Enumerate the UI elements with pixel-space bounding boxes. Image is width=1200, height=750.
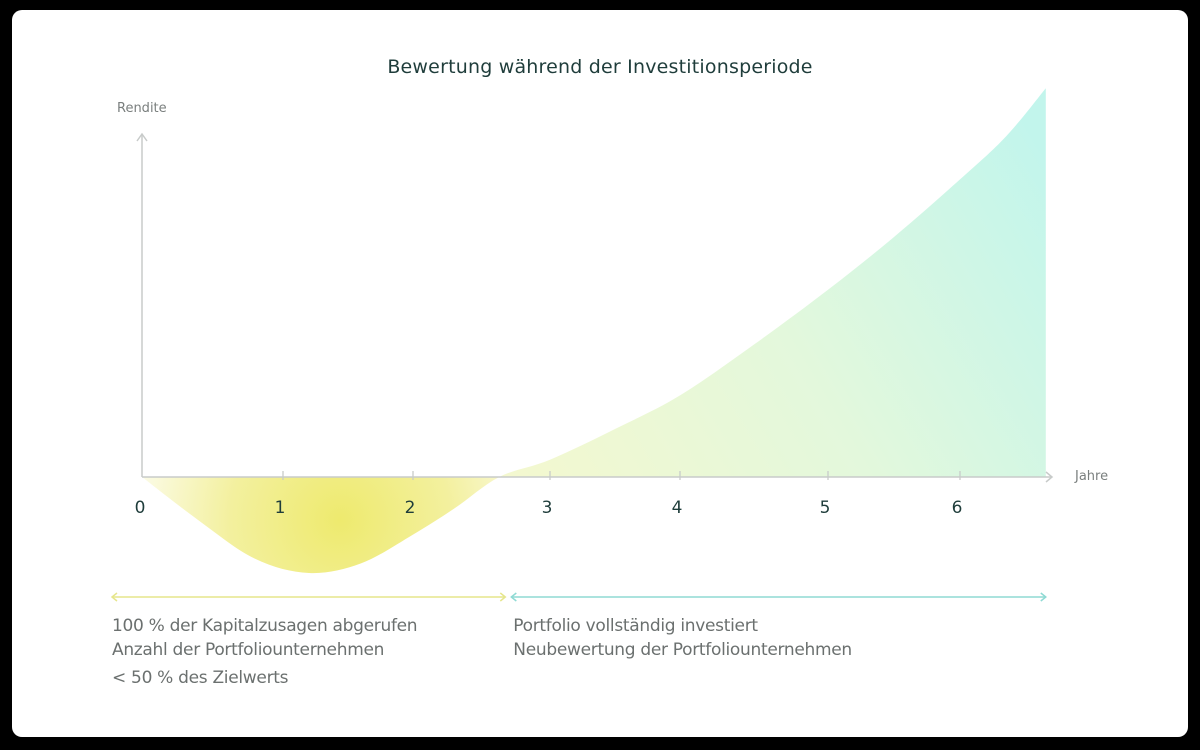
description-line: Portfolio vollständig investiert: [513, 616, 758, 636]
x-axis-label: Jahre: [1075, 469, 1109, 484]
x-tick-label: 6: [951, 498, 963, 518]
x-tick-label: 3: [541, 498, 553, 518]
chart-title: Bewertung während der Investitionsperiod…: [387, 56, 813, 78]
phase-1-arrow: [110, 592, 507, 602]
phase-2-arrow: [510, 592, 1048, 602]
x-tick-label: 1: [274, 498, 286, 518]
description-line: Anzahl der Portfoliounternehmen: [112, 640, 385, 660]
description-line: < 50 % des Zielwerts: [112, 668, 289, 688]
description-line: 100 % der Kapitalzusagen abgerufen: [112, 616, 418, 636]
x-tick-label: 4: [671, 498, 683, 518]
x-tick-label: 5: [819, 498, 831, 518]
y-axis-label: Rendite: [117, 101, 167, 116]
x-axis-arrow-icon: [1045, 471, 1054, 483]
description-line: Neubewertung der Portfoliounternehmen: [513, 640, 852, 660]
positive-return-area: [142, 88, 1046, 477]
y-axis-arrow-icon: [136, 132, 148, 142]
x-tick-label: 2: [404, 498, 416, 518]
x-tick-label: 0: [134, 498, 146, 518]
negative-return-area: [142, 477, 1046, 574]
